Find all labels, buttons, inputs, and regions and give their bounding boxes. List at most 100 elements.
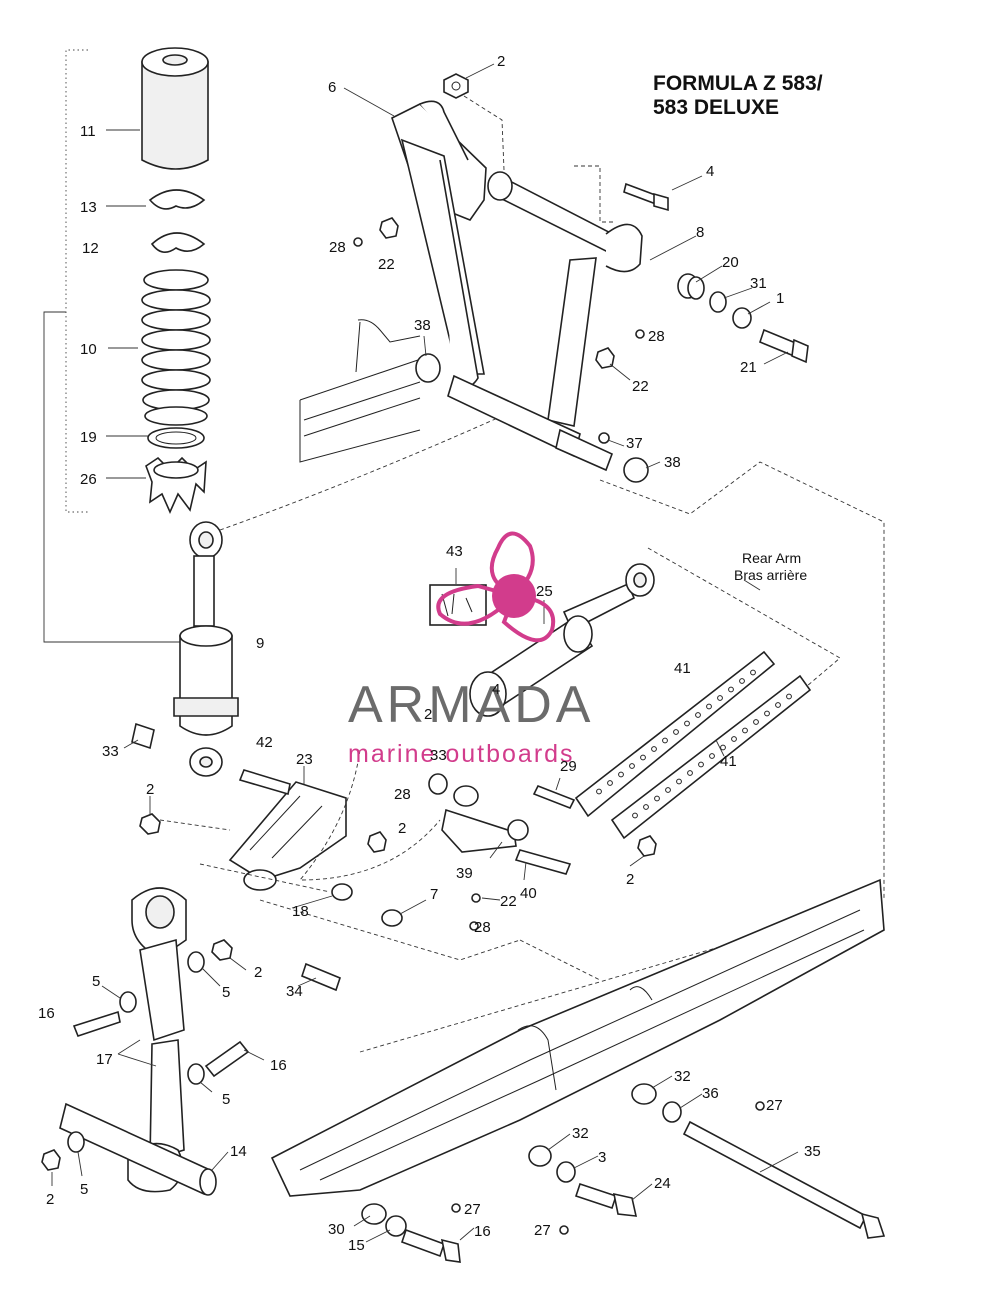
callout-label: 5 [80,1181,88,1198]
rear-arm-hole [750,669,756,676]
callout-label: 22 [500,893,517,910]
washer-5-a [119,991,137,1013]
callout-label: 18 [292,903,309,920]
callout-label: 27 [534,1222,551,1239]
washer-3 [556,1161,576,1183]
rear-arm-hole [607,780,613,786]
rear-arm-hole [709,753,715,759]
rear-arm-hole [706,703,712,710]
callout-label: 21 [740,359,757,376]
callout-label: 22 [632,378,649,395]
callout-label: 32 [572,1125,589,1142]
callout-label: 42 [256,734,273,751]
callout-label: 2 [46,1191,54,1208]
rear-arm-note-fr: Bras arrière [734,567,807,583]
ring-19 [147,427,205,449]
rear-arm-hole [717,695,723,701]
link-arm-17-upper [131,887,187,1042]
callout-label: 22 [378,256,395,273]
callout-label: 25 [536,583,553,600]
nut-28-upper [353,237,363,247]
bolt-35 [682,1120,886,1239]
nut-2-top [443,73,469,99]
nut-2-mid [367,831,387,853]
rear-arm-hole [695,712,701,718]
rear-arm-hole [676,778,682,785]
callout-label: 16 [474,1223,491,1240]
callout-label: 23 [296,751,313,768]
callout-label: 3 [598,1149,606,1166]
bolt-21 [759,328,809,364]
nut-27-bottom [451,1203,461,1213]
callout-label: 4 [492,681,500,698]
rear-arm-hole [654,795,660,802]
callout-label: 11 [80,123,96,140]
rear-arm-hole [742,727,748,734]
callout-label: 33 [102,743,119,760]
callout-label: 27 [464,1201,481,1218]
callout-label: 43 [446,543,463,560]
rear-arm-hole [651,746,657,752]
callout-label: 28 [648,328,665,345]
callout-label: 16 [270,1057,287,1074]
callout-label: 28 [474,919,491,936]
callout-label: 6 [328,79,336,96]
spacer-38-lower [623,457,649,483]
bracket-23 [228,781,347,891]
washer-32-lower [528,1145,552,1167]
callout-label: 12 [82,240,99,257]
rear-arm-41-right [610,674,812,840]
callout-label: 17 [96,1051,113,1068]
callout-label: 1 [776,290,784,307]
nut-28-right [635,329,645,339]
rear-arm-holes [596,669,792,819]
callout-label: 28 [329,239,346,256]
coil-spring-10 [141,269,211,426]
callout-label: 5 [222,1091,230,1108]
callout-label: 27 [766,1097,783,1114]
rear-arm-hole [764,710,770,717]
callout-label: 38 [664,454,681,471]
callout-label: 16 [38,1005,55,1022]
rear-arm-hole [629,763,635,769]
rear-arm-hole [728,686,734,693]
callout-label: 32 [674,1068,691,1085]
rear-arm-hole [673,729,679,735]
nut-28-bottom [469,921,479,931]
nut-22-upper [379,217,399,239]
leader-lines [51,63,799,1243]
callout-label: 35 [804,1143,821,1160]
washer-5-b [187,951,205,973]
spring-stopper-11 [141,47,209,170]
callout-label: 20 [722,254,739,271]
rear-arm-hole [662,737,668,744]
rear-arm-hole [665,787,671,793]
rear-arm-hole [720,744,726,751]
nut-27-upper [755,1101,765,1111]
callout-label: 39 [456,865,473,882]
bolt-16-right [204,1040,250,1078]
callout-label: 8 [696,224,704,241]
spring-retainer-13 [148,189,206,210]
watermark-tagline: marine outboards [348,740,575,768]
rear-arm-hole [698,761,704,768]
bolt-16-left [72,1010,121,1037]
callout-label: 4 [706,163,714,180]
callout-label: 41 [674,660,691,677]
ski-leg [270,878,885,1197]
rear-arm-hole [643,804,649,810]
ring-19-inner [155,431,197,445]
bolt-24 [574,1182,638,1217]
bushing-37 [598,432,610,444]
callout-label: 14 [230,1143,247,1160]
rear-arm-hole [731,736,737,742]
washer-18 [331,883,353,901]
washer-36 [662,1101,682,1123]
rear-arm-hole [775,702,781,708]
callout-label: 24 [654,1175,671,1192]
callout-label: 19 [80,429,97,446]
rear-arm-hole [640,754,646,761]
tunnel-section [299,319,421,463]
